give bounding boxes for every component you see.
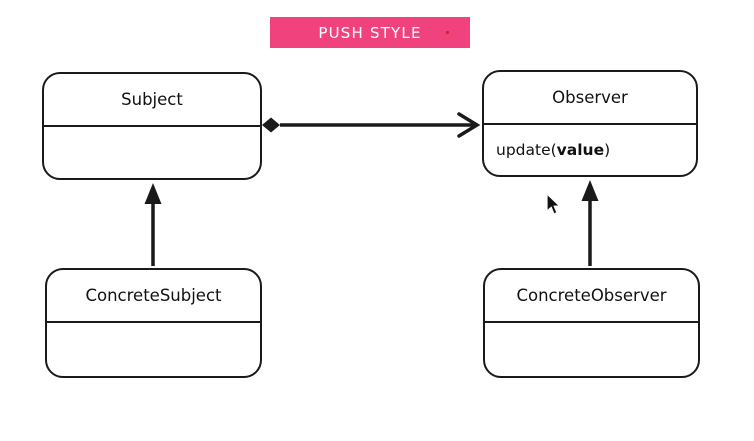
class-title: ConcreteObserver (485, 270, 698, 323)
class-body-empty (485, 323, 698, 376)
class-method-update: update(value) (484, 125, 696, 175)
push-style-label: PUSH STYLE (318, 23, 422, 42)
class-title: Subject (44, 74, 260, 127)
class-box-subject: Subject (42, 72, 262, 180)
filled-diamond-icon (262, 117, 280, 133)
push-style-banner: PUSH STYLE (270, 17, 470, 48)
class-box-observer: Observer update(value) (482, 70, 698, 177)
method-suffix: ) (604, 141, 611, 159)
class-body-empty (47, 323, 260, 376)
aggregation-arrow (262, 112, 481, 138)
filled-triangle-icon (144, 183, 162, 204)
class-title: ConcreteSubject (47, 270, 260, 323)
red-dot (446, 31, 449, 34)
mouse-cursor-icon (546, 193, 561, 215)
open-arrowhead-icon (457, 112, 481, 138)
class-body-empty (44, 127, 260, 178)
inheritance-arrow-left (144, 183, 162, 266)
method-prefix: update( (496, 141, 557, 159)
class-box-concrete-subject: ConcreteSubject (45, 268, 262, 378)
class-title: Observer (484, 72, 696, 125)
class-box-concrete-observer: ConcreteObserver (483, 268, 700, 378)
inheritance-arrow-right (581, 180, 599, 266)
method-param: value (556, 141, 605, 159)
filled-triangle-icon (581, 180, 599, 201)
